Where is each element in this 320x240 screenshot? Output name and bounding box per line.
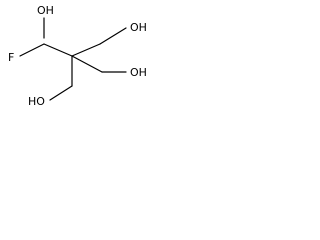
- chemical-structure-diagram: OH F OH OH HO: [8, 4, 147, 108]
- label-ho-left: HO: [28, 95, 45, 108]
- bond-quaternary-upper-ch2: [71, 43, 101, 57]
- bond-lower-ch2-ho: [49, 85, 73, 101]
- label-oh-right-upper: OH: [130, 21, 147, 34]
- bond-quaternary-right-ch2: [71, 55, 103, 73]
- label-fluorine: F: [8, 51, 14, 64]
- bond-chf-quaternary: [43, 43, 73, 57]
- bond-upper-ch2-oh: [99, 27, 127, 45]
- label-oh-right-lower: OH: [130, 66, 147, 79]
- bond-f-chf: [19, 43, 45, 57]
- structure-canvas: OH F OH OH HO: [0, 0, 166, 112]
- label-oh-top: OH: [37, 4, 54, 17]
